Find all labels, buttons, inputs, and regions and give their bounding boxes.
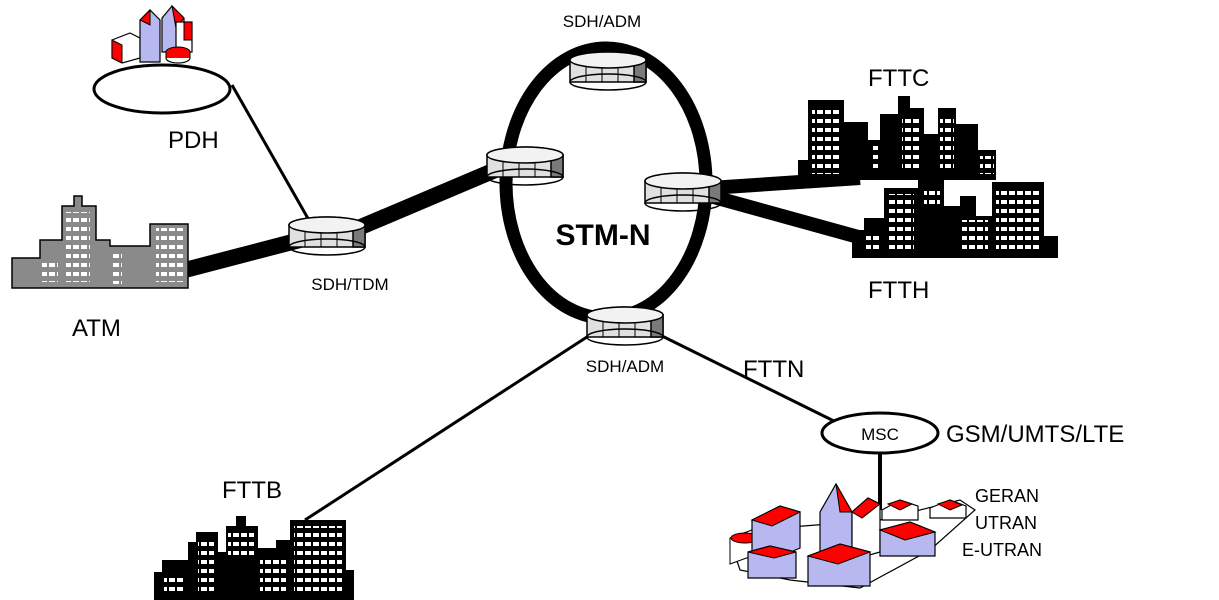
link-ring-ftth [708,189,864,245]
ftth-city [852,180,1058,258]
adm-bottom-label: SDH/ADM [586,357,664,376]
atm-label: ATM [72,315,121,342]
msc-ellipse [820,411,940,455]
fttc-label: FTTC [868,65,929,92]
pdh-ring [92,63,232,115]
sdh-multiplexer-icon [288,216,366,256]
pdh-campus [92,4,232,115]
link-adm-msc [659,333,843,427]
msc-node[interactable]: MSC [820,411,940,455]
link-pdh-tdm [230,84,312,223]
sdh-multiplexer-icon [586,306,664,346]
fttc-city [798,96,996,180]
ftth-label: FTTH [868,277,929,304]
msc-label: MSC [861,425,899,444]
gsm-label: GSM/UMTS/LTE [946,421,1124,448]
eutran-label: E-UTRAN [962,540,1042,560]
fttn-label: FTTN [743,356,804,383]
geran-label: GERAN [975,486,1039,506]
adm-node-bottom[interactable] [586,306,664,346]
fttb-label: FTTB [222,477,282,504]
campus-buildings-icon [111,4,193,64]
adm-top-label: SDH/ADM [563,12,641,31]
tdm-label: SDH/TDM [311,275,388,294]
fttb-city [154,516,354,600]
pdh-label: PDH [168,127,219,154]
link-adm-fttb [304,333,591,522]
sdh-multiplexer-icon [486,146,564,186]
3d-city-icon [729,482,976,589]
link-atm-tdm [182,232,303,278]
ring-label: STM-N [556,219,651,252]
gray-skyline-icon [11,195,189,289]
adm-node-top[interactable] [569,51,647,91]
utran-label: UTRAN [975,513,1037,533]
sdh-multiplexer-icon [569,51,647,91]
adm-node-left[interactable] [486,146,564,186]
tdm-node[interactable] [288,216,366,256]
